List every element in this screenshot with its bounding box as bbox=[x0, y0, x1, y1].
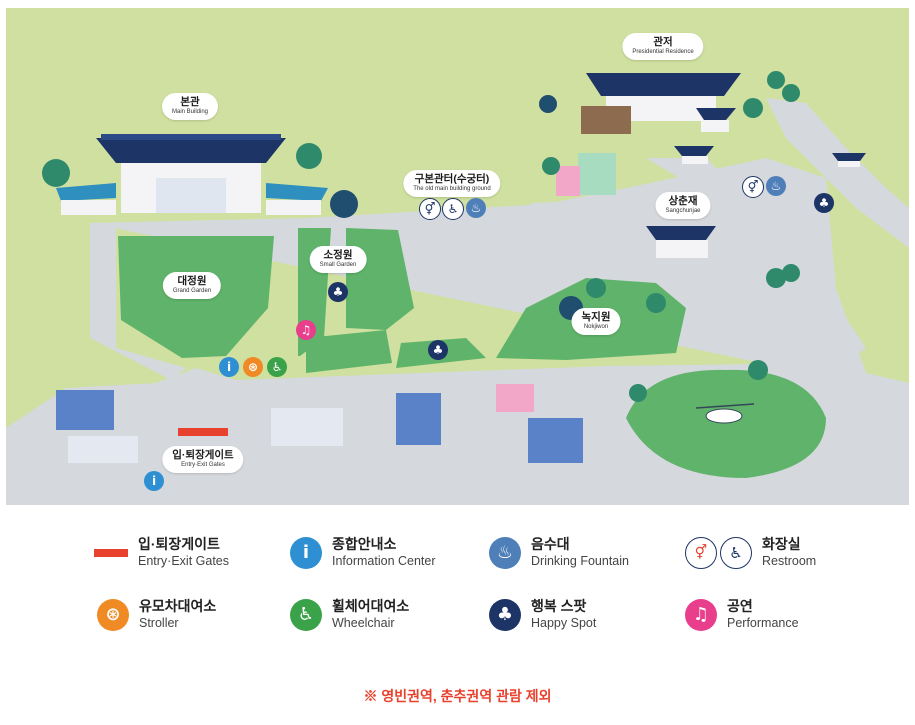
label-small-garden: 소정원 Small Garden bbox=[309, 246, 367, 273]
building-pink-b bbox=[496, 384, 534, 412]
pavilion-a bbox=[674, 146, 714, 156]
label-nokjiwon: 녹지원 Nokjiwon bbox=[571, 308, 621, 335]
helipad-lawn bbox=[626, 369, 826, 478]
restroom-icon: ⚥ bbox=[419, 198, 441, 220]
wheelchair-restroom-icon: ♿ bbox=[442, 198, 464, 220]
sangchunjae-building bbox=[646, 226, 716, 258]
restroom-icon: ⚥ bbox=[685, 536, 717, 569]
wheelchair-icon: ♿ bbox=[290, 598, 322, 631]
fountain-icon: ♨ bbox=[766, 176, 786, 196]
building-right bbox=[528, 418, 583, 463]
fountain-icon: ♨ bbox=[489, 536, 521, 569]
legend-happy-spot: ♣ 행복 스팟 Happy Spot bbox=[489, 598, 596, 631]
legend-fountain: ♨ 음수대 Drinking Fountain bbox=[489, 536, 629, 569]
main-building bbox=[56, 134, 328, 215]
legend-performance: ♫ 공연 Performance bbox=[685, 598, 799, 631]
park-map bbox=[6, 8, 909, 505]
small-garden-lawn-c bbox=[306, 330, 392, 373]
legend-wheelchair: ♿ 휠체어대여소 Wheelchair bbox=[290, 598, 409, 631]
fountain-icon: ♨ bbox=[466, 198, 486, 218]
pavilion-b bbox=[832, 153, 866, 161]
label-sangchunjae: 상춘재 Sangchunjae bbox=[655, 192, 711, 219]
building-pink bbox=[556, 166, 580, 196]
label-residence: 관저 Presidential Residence bbox=[622, 33, 704, 60]
building-center-b bbox=[396, 393, 441, 445]
building-center-a bbox=[271, 408, 343, 446]
building-green bbox=[578, 153, 616, 195]
legend-stroller: ⊛ 유모차대여소 Stroller bbox=[97, 598, 216, 631]
wheelchair-restroom-icon: ♿ bbox=[720, 536, 752, 569]
gate-marker bbox=[178, 428, 228, 436]
clover-icon: ♣ bbox=[328, 282, 348, 302]
trees bbox=[42, 71, 800, 402]
helicopter-icon bbox=[695, 403, 755, 424]
exclusion-note: ※ 영빈권역, 춘추권역 관람 제외 bbox=[363, 688, 552, 704]
clover-icon: ♣ bbox=[428, 340, 448, 360]
residence-building bbox=[581, 73, 741, 134]
stroller-icon: ⊛ bbox=[97, 598, 129, 631]
legend-entry-gate: 입·퇴장게이트 Entry·Exit Gates bbox=[94, 536, 229, 569]
legend: 입·퇴장게이트 Entry·Exit Gates i 종합안내소 Informa… bbox=[0, 528, 915, 658]
clover-icon: ♣ bbox=[814, 193, 834, 213]
music-note-icon: ♫ bbox=[296, 320, 316, 340]
info-icon: i bbox=[219, 357, 239, 377]
label-main-building: 본관 Main Building bbox=[161, 93, 219, 120]
label-grand-garden: 대정원 Grand Garden bbox=[162, 272, 222, 299]
clover-icon: ♣ bbox=[489, 598, 521, 631]
building-left-a bbox=[56, 390, 114, 430]
wheelchair-icon: ♿ bbox=[267, 357, 287, 377]
legend-info: i 종합안내소 Information Center bbox=[290, 536, 436, 569]
building-left-b bbox=[68, 436, 138, 463]
info-icon: i bbox=[290, 536, 322, 569]
legend-restroom: ⚥ ♿ 화장실 Restroom bbox=[685, 536, 816, 569]
restroom-icon: ⚥ bbox=[742, 176, 764, 198]
info-icon: i bbox=[144, 471, 164, 491]
label-old-building-ground: 구본관터(수궁터) The old main building ground bbox=[403, 170, 501, 197]
stroller-icon: ⊛ bbox=[243, 357, 263, 377]
gate-bar-icon bbox=[94, 548, 128, 557]
music-note-icon: ♫ bbox=[685, 598, 717, 631]
label-entry-gate: 입·퇴장게이트 Entry·Exit Gates bbox=[162, 446, 244, 473]
